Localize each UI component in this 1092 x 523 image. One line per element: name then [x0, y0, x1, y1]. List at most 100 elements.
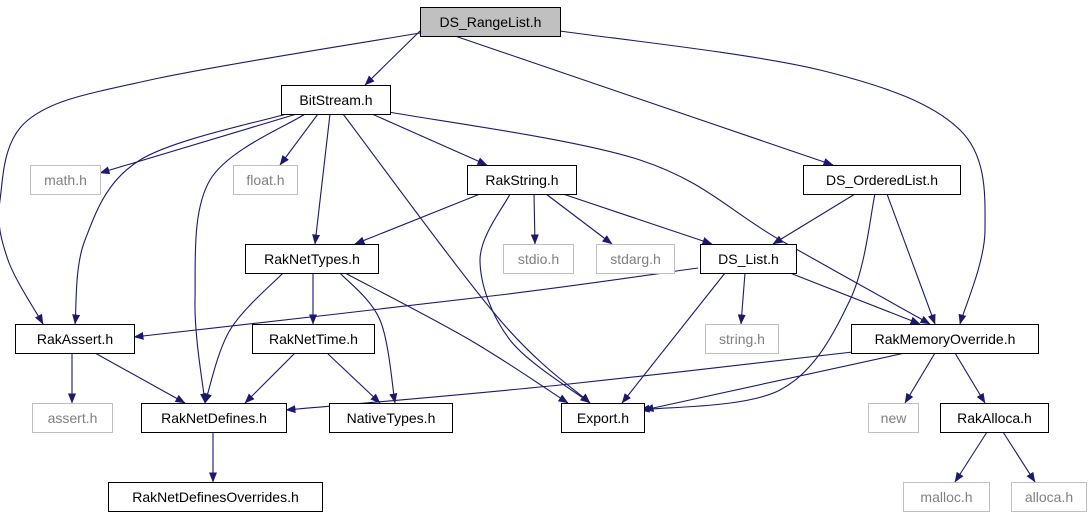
node-stdio: stdio.h — [503, 244, 574, 274]
edge-bitstream-to-float — [279, 113, 319, 166]
node-box — [420, 7, 561, 37]
node-assert: assert.h — [32, 403, 113, 433]
node-label: RakString.h — [485, 172, 558, 188]
node-box — [705, 324, 779, 354]
node-box — [467, 165, 577, 195]
node-label: RakMemoryOverride.h — [875, 331, 1016, 347]
edge-raknettypes-to-export — [344, 272, 569, 404]
node-alloca: alloca.h — [1011, 482, 1087, 512]
node-rakmemoryoverride[interactable]: RakMemoryOverride.h — [851, 324, 1039, 354]
edge-ds_orderedlist-to-export — [639, 193, 876, 413]
node-label: stdarg.h — [610, 251, 661, 267]
node-box — [700, 244, 797, 274]
node-label: NativeTypes.h — [347, 410, 436, 426]
node-stdarg: stdarg.h — [596, 244, 675, 274]
node-label: RakNetDefines.h — [161, 410, 267, 426]
edge-layer — [0, 30, 1036, 483]
edge-raknettime-to-nativetypes — [326, 352, 381, 404]
edge-bitstream-to-math — [99, 112, 301, 175]
edge-rakmemoryoverride-to-export — [643, 352, 906, 412]
node-box — [868, 403, 919, 433]
node-malloc: malloc.h — [903, 482, 990, 512]
node-box — [32, 403, 113, 433]
edge-ds_orderedlist-to-rakmemoryoverride — [886, 193, 936, 325]
edge-ds_rangelist-to-rakmemoryoverride — [559, 30, 986, 325]
node-box — [252, 324, 375, 354]
node-box — [561, 403, 645, 433]
node-label: RakAlloca.h — [957, 410, 1032, 426]
node-label: string.h — [719, 331, 765, 347]
node-label: malloc.h — [920, 489, 972, 505]
node-box — [940, 403, 1049, 433]
node-box — [596, 244, 675, 274]
node-ds-orderedlist[interactable]: DS_OrderedList.h — [803, 165, 961, 195]
edge-rakstring-to-raknettypes — [354, 193, 481, 245]
node-raknettime[interactable]: RakNetTime.h — [252, 324, 375, 354]
node-label: BitStream.h — [299, 92, 372, 108]
edge-rakstring-to-ds_list — [562, 193, 713, 245]
edge-bitstream-to-raknettypes — [312, 113, 331, 245]
node-box — [329, 403, 453, 433]
node-label: stdio.h — [518, 251, 559, 267]
edge-rakassert-to-raknetdefines — [94, 352, 186, 404]
node-raknetdefines[interactable]: RakNetDefines.h — [141, 403, 287, 433]
edge-ds_rangelist-to-bitstream — [364, 30, 421, 86]
node-new: new — [868, 403, 919, 433]
node-raknettypes[interactable]: RakNetTypes.h — [245, 244, 379, 274]
edge-rakalloca-to-malloc — [954, 431, 988, 483]
node-box — [233, 165, 298, 195]
node-label: DS_RangeList.h — [440, 14, 542, 30]
node-ds-list[interactable]: DS_List.h — [700, 244, 797, 274]
node-label: RakNetTime.h — [269, 331, 358, 347]
node-label: Export.h — [577, 410, 629, 426]
node-box — [141, 403, 287, 433]
edge-ds_rangelist-to-rakassert — [0, 32, 421, 325]
edge-rakalloca-to-alloca — [1002, 431, 1036, 483]
edge-ds_orderedlist-to-ds_list — [772, 193, 856, 245]
edge-rakstring-to-stdarg — [545, 193, 613, 245]
node-label: assert.h — [48, 410, 98, 426]
node-bitstream[interactable]: BitStream.h — [281, 85, 391, 115]
node-ds-rangelist[interactable]: DS_RangeList.h — [420, 7, 561, 37]
edge-bitstream-to-raknetdefines — [194, 113, 306, 404]
node-rakassert[interactable]: RakAssert.h — [15, 324, 135, 354]
edge-raknettime-to-raknetdefines — [244, 352, 296, 404]
edge-raknettypes-to-nativetypes — [339, 272, 398, 404]
edge-bitstream-to-rakstring — [371, 113, 488, 166]
node-label: alloca.h — [1025, 489, 1073, 505]
edge-raknettypes-to-raknetdefines — [204, 272, 284, 404]
node-float: float.h — [233, 165, 298, 195]
edge-ds_rangelist-to-ds_orderedlist — [454, 35, 834, 166]
edge-rakmemoryoverride-to-rakalloca — [954, 352, 986, 404]
node-nativetypes[interactable]: NativeTypes.h — [329, 403, 453, 433]
node-rakalloca[interactable]: RakAlloca.h — [940, 403, 1049, 433]
node-label: new — [881, 410, 908, 426]
node-box — [245, 244, 379, 274]
node-label: float.h — [246, 172, 284, 188]
node-raknetdefinesoverrides[interactable]: RakNetDefinesOverrides.h — [108, 482, 323, 512]
edge-ds_list-to-rakmemoryoverride — [789, 272, 921, 325]
node-label: math.h — [44, 172, 87, 188]
node-box — [281, 85, 391, 115]
node-label: DS_List.h — [718, 251, 779, 267]
edge-ds_list-to-rakassert — [133, 267, 699, 340]
node-export[interactable]: Export.h — [561, 403, 645, 433]
node-label: RakNetDefinesOverrides.h — [132, 489, 299, 505]
edge-rakmemoryoverride-to-new — [904, 352, 936, 404]
node-box — [30, 165, 101, 195]
edge-ds_list-to-string — [737, 272, 746, 325]
node-string: string.h — [705, 324, 779, 354]
node-box — [108, 482, 323, 512]
node-math: math.h — [30, 165, 101, 195]
edge-bitstream-to-rakassert — [72, 112, 291, 325]
edge-bitstream-to-rakmemoryoverride — [388, 111, 931, 325]
node-box — [503, 244, 574, 274]
node-box — [851, 324, 1039, 354]
node-rakstring[interactable]: RakString.h — [467, 165, 577, 195]
edge-rakstring-to-export — [479, 193, 591, 404]
node-label: DS_OrderedList.h — [826, 172, 938, 188]
edge-rakstring-to-stdio — [530, 193, 539, 245]
node-box — [903, 482, 990, 512]
edge-bitstream-to-export — [342, 113, 591, 404]
